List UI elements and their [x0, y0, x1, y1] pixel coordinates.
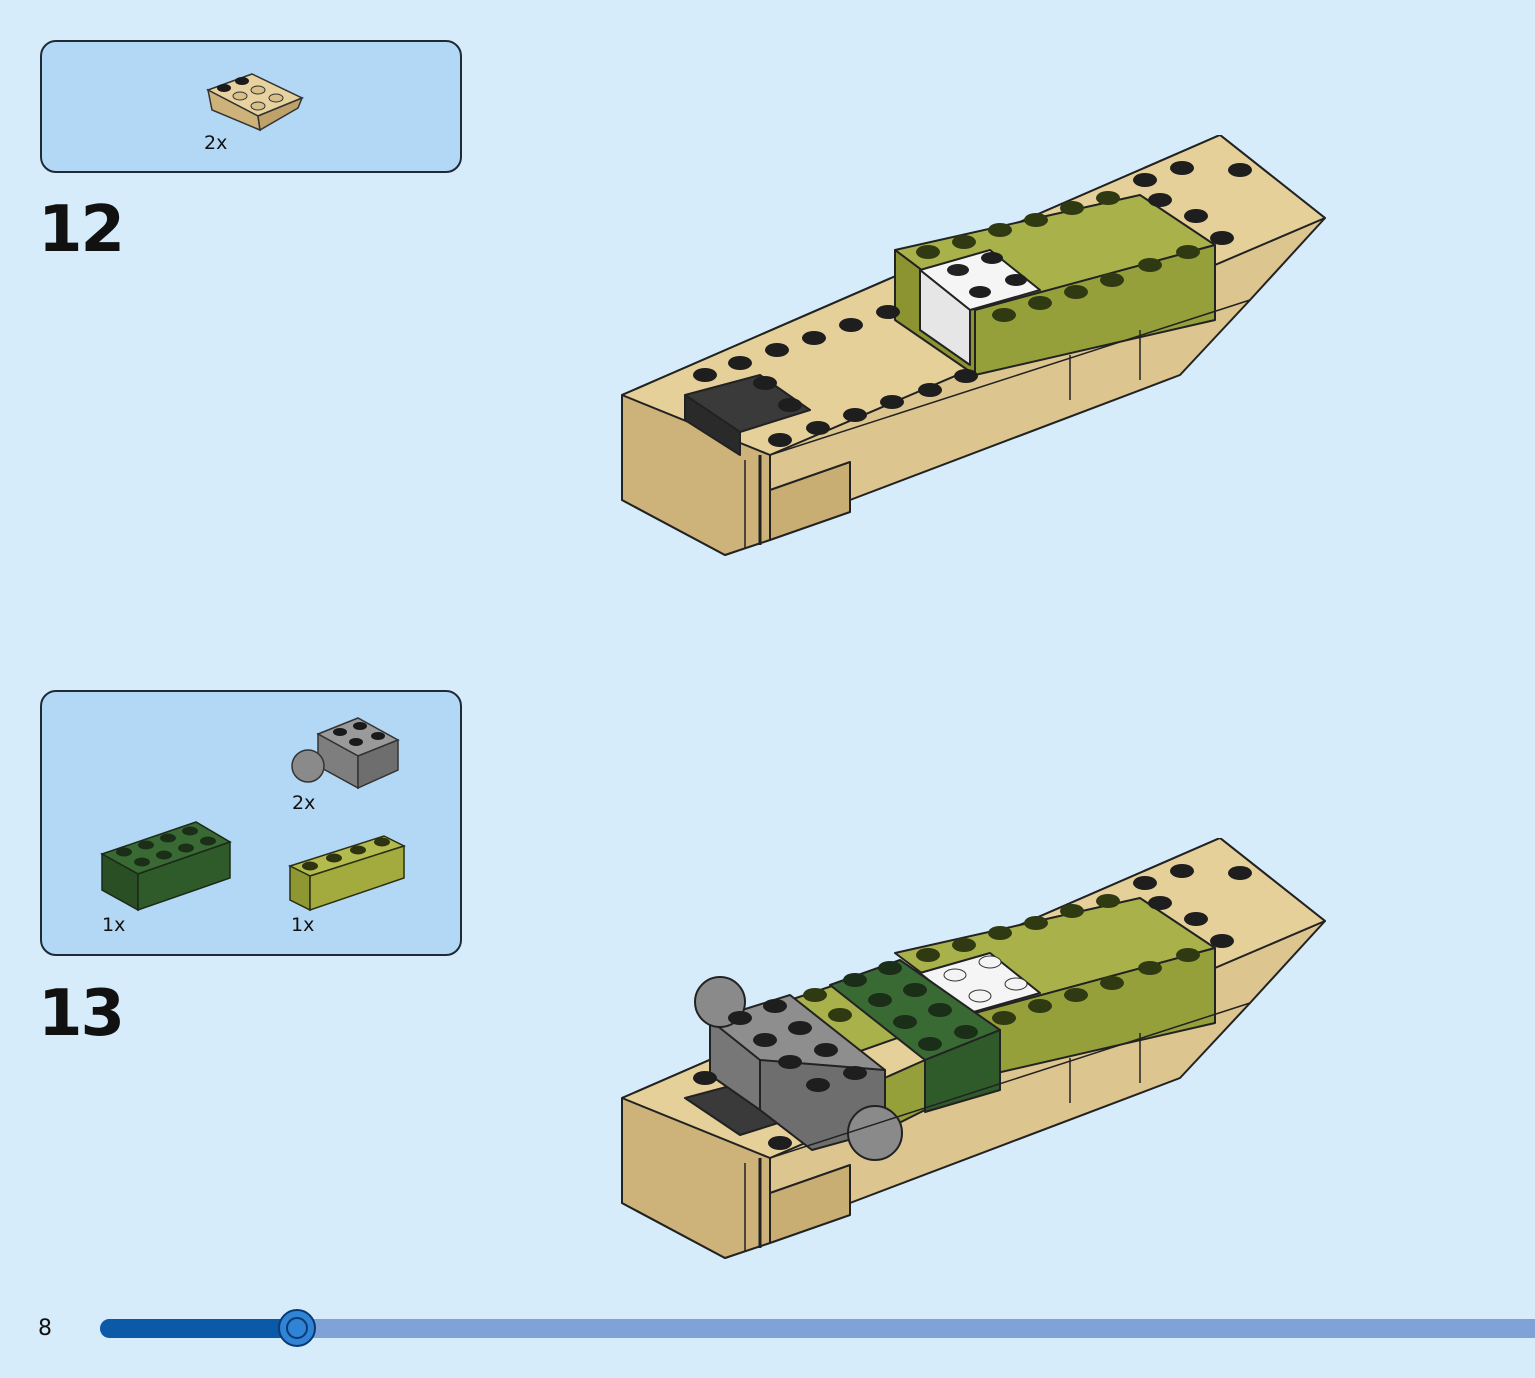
olive-brick-1x4-icon	[288, 835, 406, 912]
parts-callout-step-12: 2x	[40, 40, 462, 173]
part-quantity: 2x	[292, 792, 316, 814]
part-quantity: 1x	[291, 914, 315, 936]
step-number-13: 13	[38, 977, 125, 1051]
dark-green-brick-2x4-icon	[100, 821, 232, 912]
progress-fill	[100, 1319, 297, 1338]
part-quantity: 1x	[102, 914, 126, 936]
parts-callout-step-13: 2x 1x 1x	[40, 690, 462, 956]
step-13-model-illustration	[621, 838, 1326, 1259]
tan-inverted-slope-icon	[206, 73, 304, 132]
gray-brick-with-ball-icon	[291, 717, 400, 790]
part-quantity: 2x	[204, 132, 228, 154]
step-number-12: 12	[38, 193, 125, 267]
page-number: 8	[38, 1316, 52, 1341]
step-12-model-illustration	[621, 135, 1326, 556]
progress-indicator-icon	[277, 1309, 316, 1347]
progress-bar	[100, 1309, 1535, 1347]
